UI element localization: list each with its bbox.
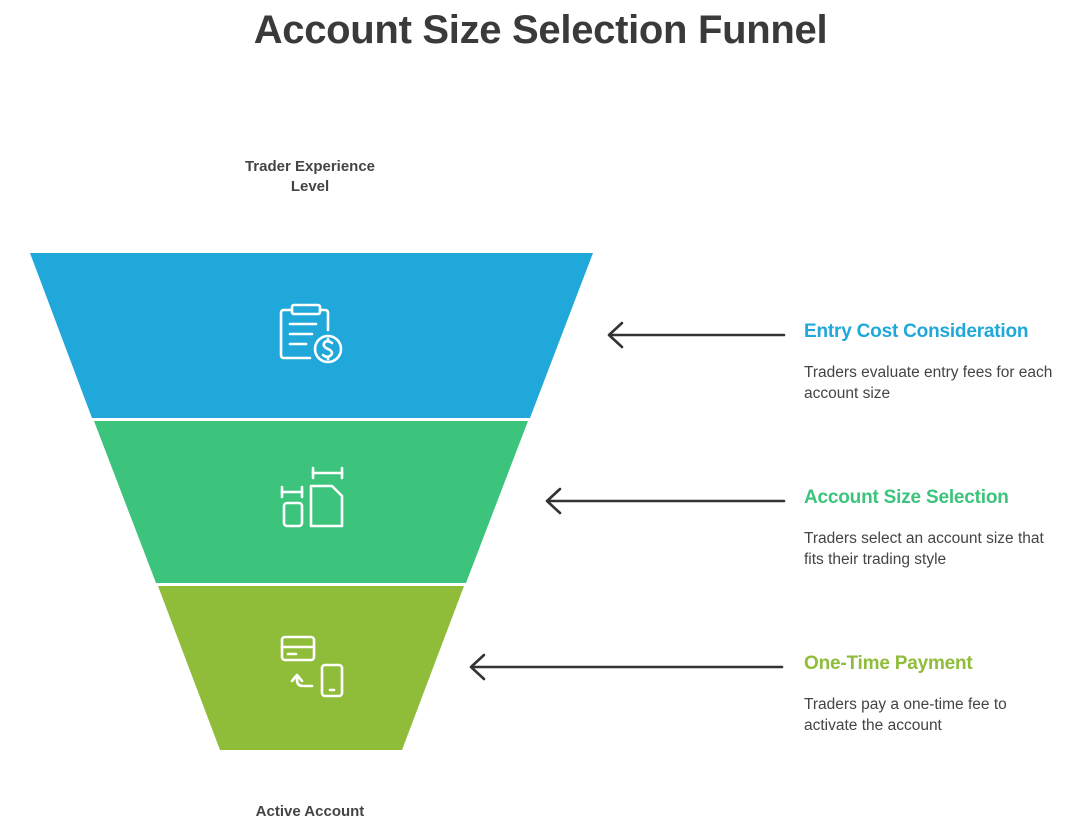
stage-1-text: Entry Cost Consideration Traders evaluat… — [804, 320, 1064, 404]
card-to-phone-payment-icon — [280, 635, 344, 698]
stage-2-title: Account Size Selection — [804, 487, 1009, 508]
stage-3-description: Traders pay a one-time fee to activate t… — [804, 696, 1007, 734]
clipboard-dollar-icon — [279, 303, 343, 364]
stage-1-title: Entry Cost Consideration — [804, 321, 1029, 342]
funnel-stage-3 — [158, 586, 464, 750]
stage-3-text: One-Time Payment Traders pay a one-time … — [804, 652, 1064, 736]
page-title: Account Size Selection Funnel — [253, 8, 828, 52]
arrow-stage-3 — [469, 653, 784, 681]
arrow-stage-1 — [607, 321, 786, 349]
stage-2-description: Traders select an account size that fits… — [804, 530, 1044, 568]
arrow-stage-2 — [545, 487, 786, 515]
funnel-stage-1 — [30, 253, 593, 418]
funnel-bottom-label: Active Account — [255, 803, 365, 820]
stage-2-text: Account Size Selection Traders select an… — [804, 486, 1064, 570]
size-comparison-icon — [280, 466, 344, 528]
stage-1-description: Traders evaluate entry fees for each acc… — [804, 364, 1053, 402]
funnel-top-label: Trader Experience Level — [244, 158, 376, 195]
stage-3-title: One-Time Payment — [804, 653, 973, 674]
